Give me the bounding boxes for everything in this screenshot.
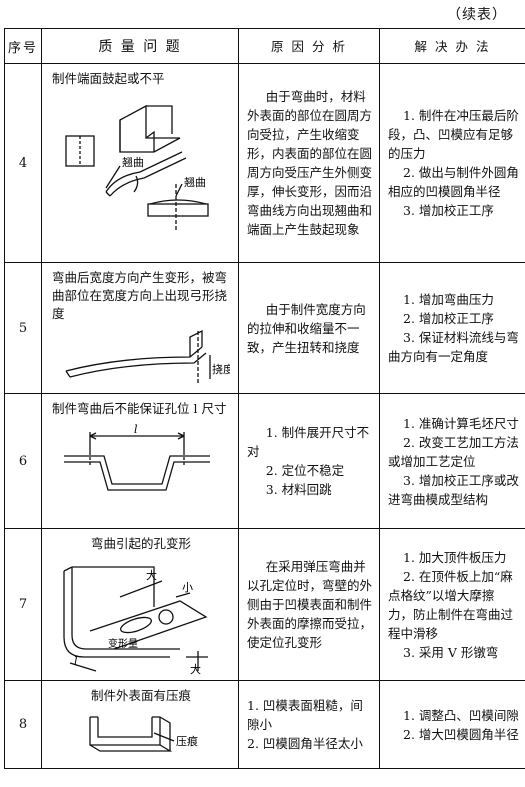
cause-cell: 由于制件宽度方向的拉伸和收缩量不一致，产生扭转和挠度: [238, 262, 380, 394]
deflection-figure: 挠度: [65, 329, 230, 383]
problem-text: 制件弯曲后不能保证孔位 l 尺寸: [52, 401, 227, 416]
solution-item: 2. 增大凹模圆角半径: [403, 726, 519, 742]
solution-item: 1. 准确计算毛坯尺寸: [403, 415, 519, 431]
cause-cell: 在采用弹压弯曲并以孔定位时，弯壁的外侧由于凹模表面和制件外表面的摩擦而受拉，使定…: [238, 528, 380, 681]
solution-item: 2. 在顶件板上加“麻点格纹”以增大摩擦力，防止制件在弯曲过程中滑移: [388, 568, 514, 641]
solution-item: 3. 保证材料流线与弯曲方向有一定角度: [388, 330, 519, 364]
figure-label-deformation: 变形量: [108, 637, 138, 650]
figure-label-small: 小: [182, 581, 193, 594]
header-cause: 原 因 分 析: [238, 28, 380, 64]
solution-cell: 1. 准确计算毛坯尺寸 2. 改变工艺加工方法或增加工艺定位 3. 增加校正工序…: [379, 393, 525, 529]
problem-cell: 制件外表面有压痕 压痕: [41, 680, 239, 769]
cause-text-extra: 2. 定位不稳定: [265, 463, 345, 478]
problem-text: 弯曲后宽度方向产生变形，被弯曲部位在宽度方向上出现弓形挠度: [52, 270, 228, 321]
solution-item: 2. 增加校正工序: [403, 311, 494, 326]
quality-table: 序号 质 量 问 题 原 因 分 析 解 决 办 法 4 制件端面鼓起或不平: [4, 28, 525, 769]
figure-label-large-bottom: 大: [190, 662, 201, 676]
solution-item: 3. 增加校正工序或改进弯曲模成型结构: [388, 472, 519, 507]
continued-label: （续表）: [447, 7, 507, 23]
solution-cell: 1. 调整凸、凹模间隙 2. 增大凹模圆角半径: [379, 680, 525, 769]
problem-cell: 制件端面鼓起或不平: [41, 63, 239, 263]
row-no: 8: [4, 680, 42, 769]
table-header-row: 序号 质 量 问 题 原 因 分 析 解 决 办 法: [4, 28, 525, 64]
solution-cell: 1. 增加弯曲压力 2. 增加校正工序 3. 保证材料流线与弯曲方向有一定角度: [379, 262, 525, 394]
problem-text: 制件外表面有压痕: [90, 688, 191, 703]
hole-deformation-figure: 大 小 变形量 l 大: [63, 566, 208, 676]
row-no: 7: [4, 528, 42, 681]
header-no: 序号: [4, 28, 42, 64]
problem-cell: 制件弯曲后不能保证孔位 l 尺寸 l: [41, 393, 239, 529]
cause-cell: 1. 凹模表面粗糙，间隙小 2. 凹模圆角半径太小: [238, 680, 380, 769]
cause-text: 由于弯曲时，材料外表面的部位在圆周方向受拉，产生收缩变形，内表面的部位在圆周方向…: [247, 89, 373, 237]
problem-cell: 弯曲引起的孔变形: [41, 528, 239, 681]
solution-item: 3. 增加校正工序: [403, 203, 494, 218]
row-no: 6: [4, 393, 42, 529]
solution-item: 1. 制件在冲压最后阶段，凸、凹模应有足够的压力: [388, 108, 519, 161]
figure-label-indentation: 压痕: [176, 734, 198, 748]
cause-text: 1. 制件展开尺寸不对: [247, 425, 370, 459]
table-row: 7 弯曲引起的孔变形: [4, 528, 525, 681]
solution-item: 3. 采用 V 形镦弯: [403, 644, 499, 660]
solution-item: 1. 加大顶件板压力: [403, 549, 507, 565]
solution-item: 1. 调整凸、凹模间隙: [403, 707, 519, 723]
table-row: 4 制件端面鼓起或不平: [4, 63, 525, 263]
problem-cell: 弯曲后宽度方向产生变形，被弯曲部位在宽度方向上出现弓形挠度 挠度: [41, 262, 239, 394]
figure-label-large-top: 大: [146, 568, 157, 582]
cause-text: 1. 凹模表面粗糙，间隙小: [247, 698, 363, 732]
problem-text: 制件端面鼓起或不平: [52, 71, 165, 86]
cause-cell: 1. 制件展开尺寸不对 2. 定位不稳定 3. 材料回跳: [238, 393, 380, 529]
figure-label-warp-2: 翘曲: [184, 176, 206, 189]
table-row: 5 弯曲后宽度方向产生变形，被弯曲部位在宽度方向上出现弓形挠度 挠度: [4, 262, 525, 394]
cause-text-extra: 2. 凹模圆角半径太小: [247, 736, 363, 751]
solution-cell: 1. 制件在冲压最后阶段，凸、凹模应有足够的压力 2. 做出与制件外圆角相应的凹…: [379, 63, 525, 263]
problem-text: 弯曲引起的孔变形: [90, 536, 191, 551]
header-solution: 解 决 办 法: [379, 28, 525, 64]
header-problem: 质 量 问 题: [41, 28, 239, 64]
table-row: 8 制件外表面有压痕 压痕: [4, 680, 525, 769]
cause-text: 由于制件宽度方向的拉伸和收缩量不一致，产生扭转和挠度: [247, 301, 366, 355]
cause-cell: 由于弯曲时，材料外表面的部位在圆周方向受拉，产生收缩变形，内表面的部位在圆周方向…: [238, 63, 380, 263]
indentation-figure: 压痕: [89, 716, 198, 752]
hole-position-figure: l: [64, 423, 210, 491]
row-no: 5: [4, 262, 42, 394]
solution-item: 2. 改变工艺加工方法或增加工艺定位: [388, 434, 519, 469]
table-row: 6 制件弯曲后不能保证孔位 l 尺寸: [4, 393, 525, 529]
figure-label-l: l: [74, 655, 78, 668]
figure-label-warp-1: 翘曲: [122, 156, 144, 169]
solution-cell: 1. 加大顶件板压力 2. 在顶件板上加“麻点格纹”以增大摩擦力，防止制件在弯曲…: [379, 528, 525, 681]
row-no: 4: [4, 63, 42, 263]
solution-item: 2. 做出与制件外圆角相应的凹模圆角半径: [388, 165, 519, 199]
solution-item: 1. 增加弯曲压力: [403, 292, 494, 307]
cause-text: 在采用弹压弯曲并以孔定位时，弯壁的外侧由于凹模表面和制件外表面的摩擦而受拉，使定…: [247, 559, 373, 650]
figure-label-l: l: [134, 423, 138, 436]
cause-text-extra: 3. 材料回跳: [265, 482, 332, 497]
warp-figure: 翘曲 翘曲: [65, 104, 209, 232]
figure-label-deflection: 挠度: [212, 362, 230, 376]
